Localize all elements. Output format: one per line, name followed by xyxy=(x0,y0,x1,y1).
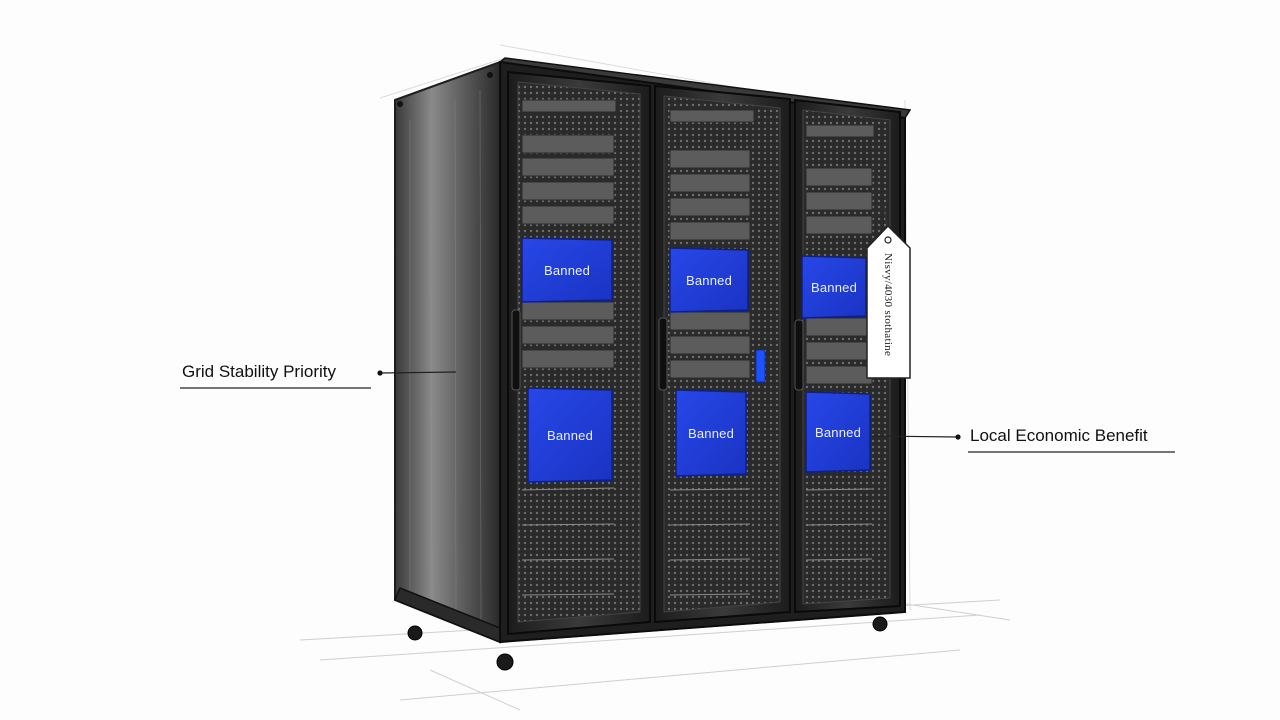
banned-label-2: Banned xyxy=(685,272,733,288)
leader-dot-left xyxy=(377,370,383,376)
banned-label-1: Banned xyxy=(543,262,591,278)
cabinet-side-panel xyxy=(394,60,501,644)
cabinet-wheels xyxy=(407,616,888,671)
rack-door-2 xyxy=(654,84,791,624)
banned-panel-1 xyxy=(521,237,613,303)
banned-panel-5 xyxy=(675,389,747,477)
local-economic-callout: Local Economic Benefit xyxy=(970,426,1148,445)
banned-panel-3 xyxy=(801,255,867,319)
grid-stability-callout: Grid Stability Priority xyxy=(182,362,336,381)
status-light-icon xyxy=(755,349,766,383)
banned-panel-6 xyxy=(805,391,871,473)
banned-label-6: Banned xyxy=(814,424,862,440)
banned-label-5: Banned xyxy=(687,425,735,441)
price-tag-icon xyxy=(866,205,911,379)
banned-label-3: Banned xyxy=(810,279,858,295)
banned-panel-4 xyxy=(527,387,613,483)
rack-door-1 xyxy=(507,70,651,636)
callout-leaders xyxy=(180,371,1175,453)
tag-label: Nisvy/4030 stothatine xyxy=(867,232,909,377)
banned-label-4: Banned xyxy=(546,427,594,443)
tag-label-text: Nisvy/4030 stothatine xyxy=(882,252,894,357)
rack-door-3 xyxy=(794,98,901,614)
leader-dot-right xyxy=(955,434,961,440)
banned-panel-2 xyxy=(669,247,749,313)
banned-panels xyxy=(521,237,871,483)
